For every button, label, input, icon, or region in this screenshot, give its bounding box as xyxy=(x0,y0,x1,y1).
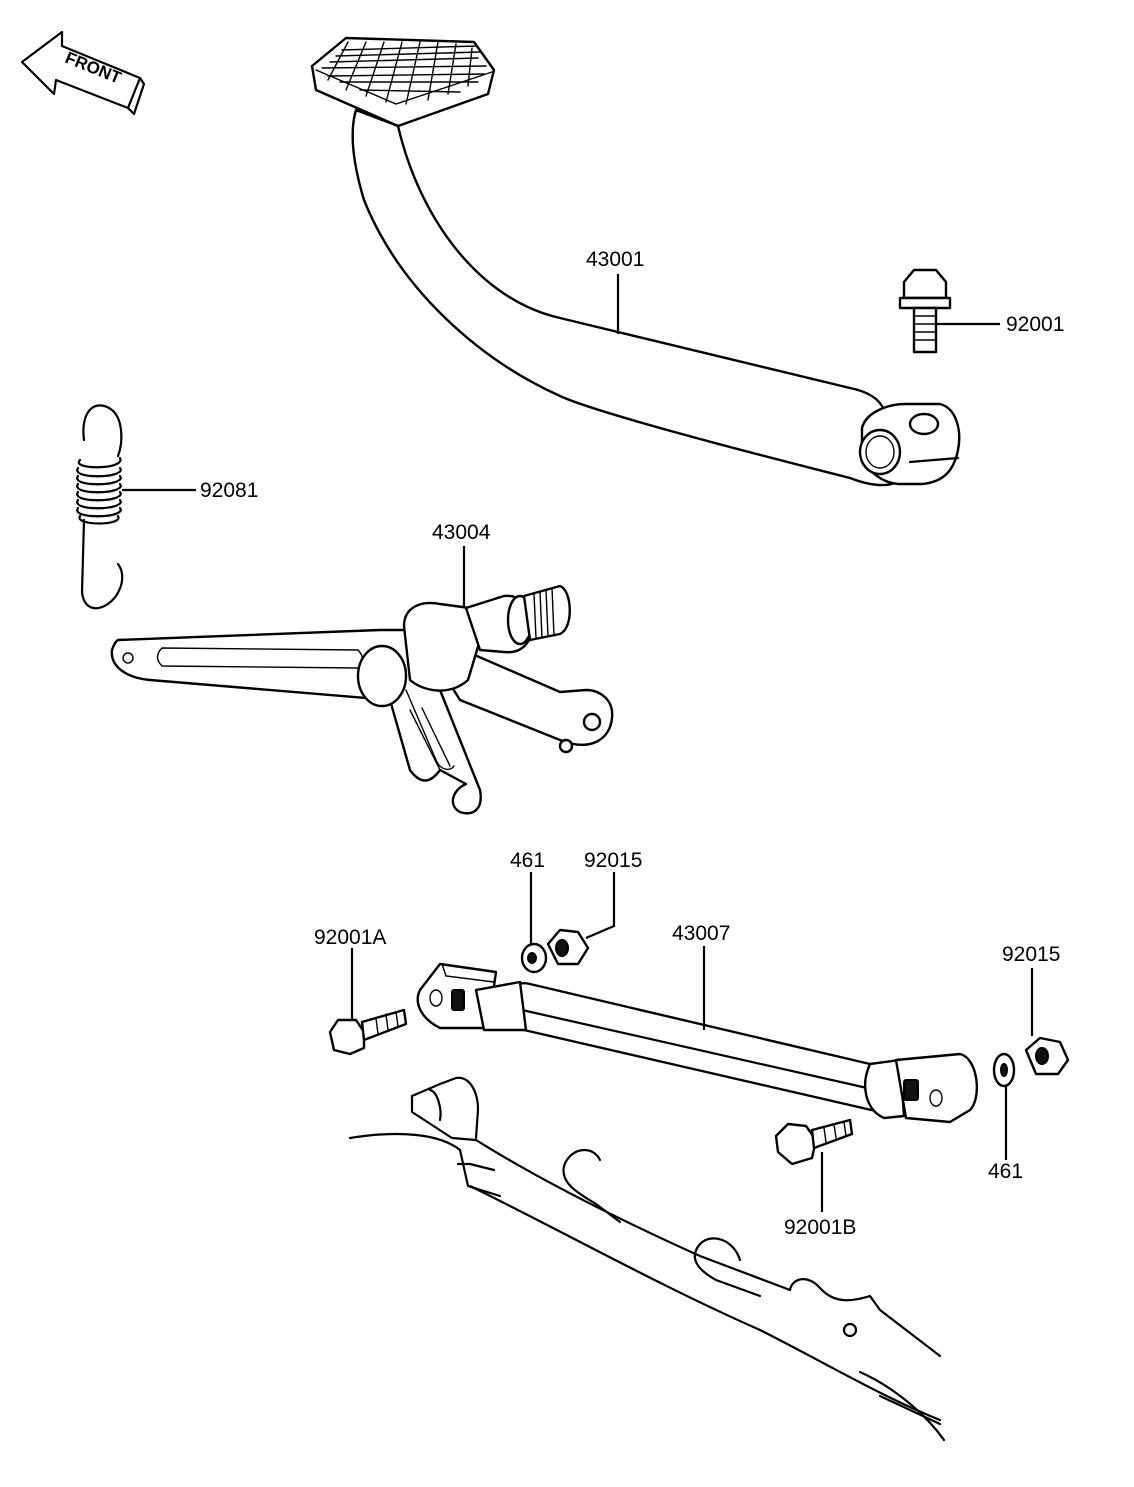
label-92081: 92081 xyxy=(200,479,258,502)
nut-upper xyxy=(546,928,590,966)
brake-pedal xyxy=(310,36,961,487)
label-92001: 92001 xyxy=(1006,313,1064,336)
label-461-right: 461 xyxy=(988,1160,1023,1183)
label-92015-upper: 92015 xyxy=(584,849,642,872)
front-label: FRONT xyxy=(63,48,125,88)
brake-shaft-lever xyxy=(110,584,614,815)
label-43004: 43004 xyxy=(432,521,491,544)
clevis-bolt-b xyxy=(774,1118,854,1166)
leader-lines xyxy=(122,274,1034,1212)
label-43007: 43007 xyxy=(672,922,730,945)
part-labels: 43001 92001 92081 43004 461 92015 43007 … xyxy=(200,248,1064,1239)
label-92001B: 92001B xyxy=(784,1216,856,1239)
washer-right xyxy=(992,1052,1016,1088)
brake-rod xyxy=(416,962,978,1124)
clevis-bolt-a xyxy=(328,1008,408,1056)
nut-right xyxy=(1024,1036,1070,1076)
label-92015-right: 92015 xyxy=(1002,943,1060,966)
washer-upper xyxy=(520,942,548,974)
frame-bracket xyxy=(348,1076,946,1442)
return-spring xyxy=(76,404,124,610)
label-43001: 43001 xyxy=(586,248,644,271)
front-arrow-icon: FRONT xyxy=(20,30,146,116)
pedal-clamp-bolt xyxy=(898,268,952,354)
label-92001A: 92001A xyxy=(314,926,386,949)
label-461-upper: 461 xyxy=(510,849,545,872)
pedal-pad-texture xyxy=(321,41,487,105)
